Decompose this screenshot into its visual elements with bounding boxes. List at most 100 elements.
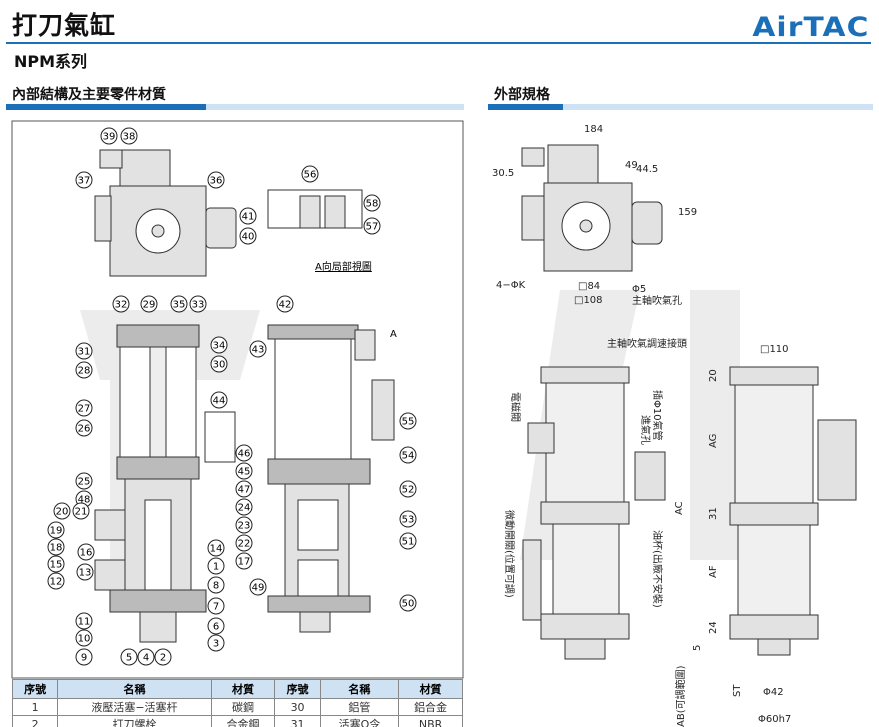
svg-text:40: 40 <box>242 232 255 243</box>
page-title: 打刀氣缸 <box>12 11 117 40</box>
dim-sq84: □84 <box>578 281 600 292</box>
dim-159: 159 <box>678 207 697 218</box>
svg-text:16: 16 <box>80 548 93 559</box>
inlet-tube-label: 插Φ10氣管 <box>651 390 664 441</box>
svg-text:20: 20 <box>56 507 69 518</box>
svg-text:8: 8 <box>213 581 219 592</box>
callout-23: 23 <box>235 516 253 534</box>
callout-15: 15 <box>47 555 65 573</box>
svg-text:34: 34 <box>213 341 226 352</box>
callout-54: 54 <box>399 446 417 464</box>
callout-20: 20 <box>53 502 71 520</box>
callout-38: 38 <box>120 127 138 145</box>
dim-31: 31 <box>708 507 719 520</box>
callout-51: 51 <box>399 532 417 550</box>
callout-5: 5 <box>120 648 138 666</box>
svg-text:19: 19 <box>50 526 63 537</box>
callout-32: 32 <box>112 295 130 313</box>
svg-text:48: 48 <box>78 495 91 506</box>
callout-47: 47 <box>235 480 253 498</box>
dim-44-5: 44.5 <box>636 164 658 175</box>
internal-drawings <box>94 149 395 643</box>
callout-16: 16 <box>77 543 95 561</box>
table-cell: NBR <box>398 715 463 727</box>
svg-text:24: 24 <box>238 503 251 514</box>
callout-31: 31 <box>75 342 93 360</box>
svg-text:53: 53 <box>402 515 415 526</box>
callout-53: 53 <box>399 510 417 528</box>
column-header: 名稱 <box>319 679 400 699</box>
callout-1: 1 <box>207 557 225 575</box>
svg-text:14: 14 <box>210 544 223 555</box>
svg-text:6: 6 <box>213 622 219 633</box>
svg-text:22: 22 <box>238 539 251 550</box>
callout-26: 26 <box>75 419 93 437</box>
svg-text:46: 46 <box>238 449 251 460</box>
callout-10: 10 <box>75 629 93 647</box>
table-cell: 2 <box>11 715 59 727</box>
callout-55: 55 <box>399 412 417 430</box>
column-header: 材質 <box>398 679 463 699</box>
dim-20: 20 <box>708 369 719 382</box>
callout-18: 18 <box>47 538 65 556</box>
callout-29: 29 <box>140 295 158 313</box>
svg-text:32: 32 <box>115 300 128 311</box>
callout-28: 28 <box>75 361 93 379</box>
callout-27: 27 <box>75 399 93 417</box>
svg-text:43: 43 <box>252 345 265 356</box>
svg-text:27: 27 <box>78 404 91 415</box>
dim-49: 49 <box>625 160 638 171</box>
callout-33: 33 <box>189 295 207 313</box>
callout-34: 34 <box>210 336 228 354</box>
svg-text:3: 3 <box>213 639 219 650</box>
table-cell: 合金鋼 <box>210 715 276 727</box>
callout-58: 58 <box>363 194 381 212</box>
svg-text:23: 23 <box>238 521 251 532</box>
svg-text:42: 42 <box>279 300 292 311</box>
dim-phi60h7: Φ60h7 <box>758 714 791 725</box>
callout-6: 6 <box>207 617 225 635</box>
callout-56: 56 <box>301 165 319 183</box>
svg-text:15: 15 <box>50 560 63 571</box>
dim-phi42: Φ42 <box>763 687 784 698</box>
oil-cup-label: 油杯(出廠不安裝) <box>651 530 664 608</box>
dim-sq108: □108 <box>574 295 603 306</box>
dim-AG: AG <box>708 434 719 448</box>
callout-39: 39 <box>100 127 118 145</box>
arrow-a-label: A <box>390 329 397 340</box>
svg-text:13: 13 <box>79 568 92 579</box>
svg-text:55: 55 <box>402 417 415 428</box>
callout-25: 25 <box>75 472 93 490</box>
svg-text:17: 17 <box>238 557 251 568</box>
svg-text:30: 30 <box>213 360 226 371</box>
column-header: 序號 <box>274 679 321 699</box>
svg-text:47: 47 <box>238 485 251 496</box>
table-cell: 鋁合金 <box>398 698 463 716</box>
callout-12: 12 <box>47 572 65 590</box>
callout-35: 35 <box>170 295 188 313</box>
solenoid-label: 電磁閥 <box>509 392 522 422</box>
callout-46: 46 <box>235 444 253 462</box>
column-header: 序號 <box>11 679 59 699</box>
svg-text:26: 26 <box>78 424 91 435</box>
blow-hole-label: 主軸吹氣孔 <box>632 294 682 307</box>
svg-text:5: 5 <box>126 653 132 664</box>
svg-text:33: 33 <box>192 300 205 311</box>
micro-switch-label: 微動開關(位置可調) <box>503 510 516 598</box>
dim-30-5: 30.5 <box>492 168 514 179</box>
svg-text:45: 45 <box>238 467 251 478</box>
callout-40: 40 <box>239 227 257 245</box>
callout-11: 11 <box>75 612 93 630</box>
svg-text:52: 52 <box>402 485 415 496</box>
callout-49: 49 <box>249 578 267 596</box>
svg-text:58: 58 <box>366 199 379 210</box>
table-cell: 31 <box>274 715 321 727</box>
svg-text:4: 4 <box>143 653 149 664</box>
svg-text:44: 44 <box>213 396 226 407</box>
svg-text:18: 18 <box>50 543 63 554</box>
callout-36: 36 <box>207 171 225 189</box>
